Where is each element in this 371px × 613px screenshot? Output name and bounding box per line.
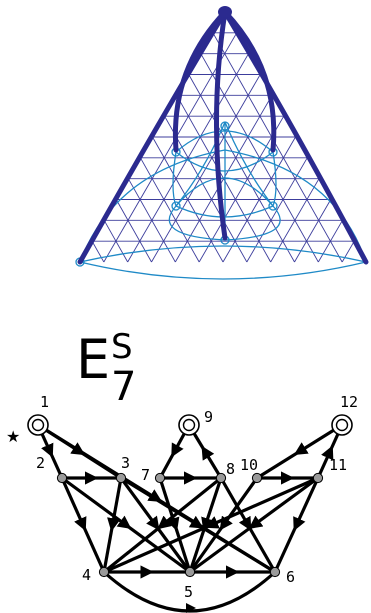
node-8 [215, 472, 227, 484]
small-loop-icon [220, 121, 230, 131]
inner-bold-arc [222, 9, 277, 153]
node-3 [115, 472, 127, 484]
inner-curve [172, 151, 177, 207]
node-label-7: 7 [141, 466, 150, 484]
graph-edge [189, 476, 319, 574]
star-icon: ★ [6, 427, 20, 446]
triangle-left-edge [77, 9, 228, 265]
node-10 [251, 472, 263, 484]
node-label-11: 11 [329, 456, 347, 474]
node-2 [56, 472, 68, 484]
grid-line [294, 199, 332, 263]
node-label-1: 1 [40, 393, 49, 411]
grid-line [341, 240, 355, 263]
diagram-title: E S 7 [76, 327, 136, 410]
graph-edge [60, 477, 106, 573]
inner-curve [272, 151, 277, 207]
grid-line [164, 115, 248, 263]
graph-edge [119, 477, 192, 573]
node-11 [312, 472, 324, 484]
node-label-8: 8 [226, 460, 235, 478]
inner-curve [79, 261, 367, 280]
inner-curve [175, 121, 226, 207]
inner-curve [168, 205, 226, 241]
grid-line [91, 240, 105, 263]
node-label-4: 4 [82, 566, 91, 584]
small-loop-icon [268, 201, 278, 211]
small-loop-icon [171, 201, 181, 211]
node-12-inner [335, 418, 349, 432]
inner-curve [79, 245, 367, 263]
node-6 [269, 566, 281, 578]
inner-bold-arc [214, 9, 228, 241]
graph-edge [188, 477, 259, 573]
grid-line [115, 199, 152, 263]
title-letter: E [76, 328, 110, 391]
node-label-6: 6 [286, 568, 295, 586]
node-9-inner [182, 418, 196, 432]
inner-curve [175, 177, 274, 207]
graph-nodes [27, 414, 353, 578]
node-label-5: 5 [184, 583, 193, 601]
node-label-10: 10 [240, 456, 258, 474]
graph-edge [102, 476, 223, 574]
inner-curve [175, 130, 274, 153]
node-1-inner [31, 418, 45, 432]
grid-line [200, 53, 319, 263]
title-superscript: S [111, 327, 133, 367]
arrowhead-icon [186, 603, 196, 613]
graph-edge [158, 477, 192, 573]
grid-line [103, 32, 238, 263]
graph-edge [103, 476, 319, 574]
node-label-12: 12 [340, 393, 358, 411]
grid-line [198, 115, 285, 263]
title-subscript: 7 [111, 364, 136, 410]
inner-curve [224, 121, 274, 207]
graph-edge [120, 476, 276, 574]
triangle-outline [77, 6, 369, 265]
inner-bold-arc [172, 9, 228, 153]
grid-line [176, 95, 272, 263]
node-label-3: 3 [121, 454, 130, 472]
grid-line [212, 32, 343, 263]
node-label-9: 9 [204, 408, 213, 426]
node-5 [184, 566, 196, 578]
node-4 [98, 566, 110, 578]
node-7 [154, 472, 166, 484]
grid-line [140, 157, 200, 263]
curved-triangle-figure [75, 6, 369, 280]
node-label-2: 2 [36, 454, 45, 472]
inner-curve [224, 205, 281, 241]
apex-dot [218, 6, 232, 18]
graph-edge [256, 423, 343, 480]
graph-edge [102, 477, 123, 573]
graph-edge [273, 477, 320, 573]
graph-edge [219, 477, 277, 573]
graph-edge [61, 476, 191, 574]
triangle-right-edge [222, 9, 369, 265]
inner-curve [175, 151, 274, 172]
